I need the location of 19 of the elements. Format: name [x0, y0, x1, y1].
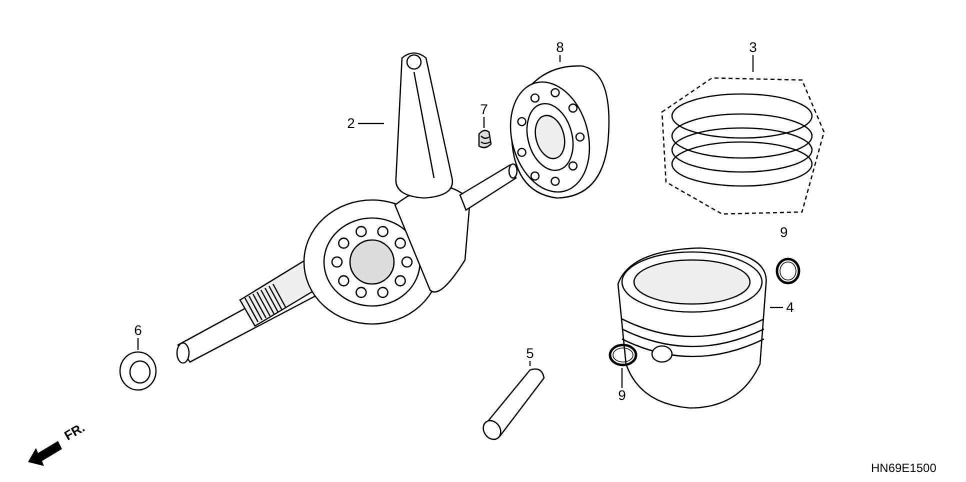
leader-line: [483, 117, 485, 128]
callout-number: 9: [615, 388, 629, 403]
leader-line: [770, 306, 783, 308]
callout-number: 2: [344, 116, 358, 131]
leader-line: [559, 55, 561, 62]
leader-line: [137, 338, 139, 350]
drawing-code: HN69E1500: [871, 461, 936, 475]
callout-number: 3: [746, 40, 760, 55]
leader-line: [529, 361, 531, 366]
callout-number: 5: [523, 346, 537, 361]
direction-label: FR.: [62, 420, 88, 444]
callout-number: 8: [553, 40, 567, 55]
callout-number: 4: [783, 300, 797, 315]
leader-line: [752, 55, 754, 72]
callout-number: 6: [131, 323, 145, 338]
leader-line: [358, 122, 384, 124]
callout-number: 9: [780, 224, 788, 240]
leader-line: [621, 368, 623, 388]
callout-number: 7: [477, 102, 491, 117]
